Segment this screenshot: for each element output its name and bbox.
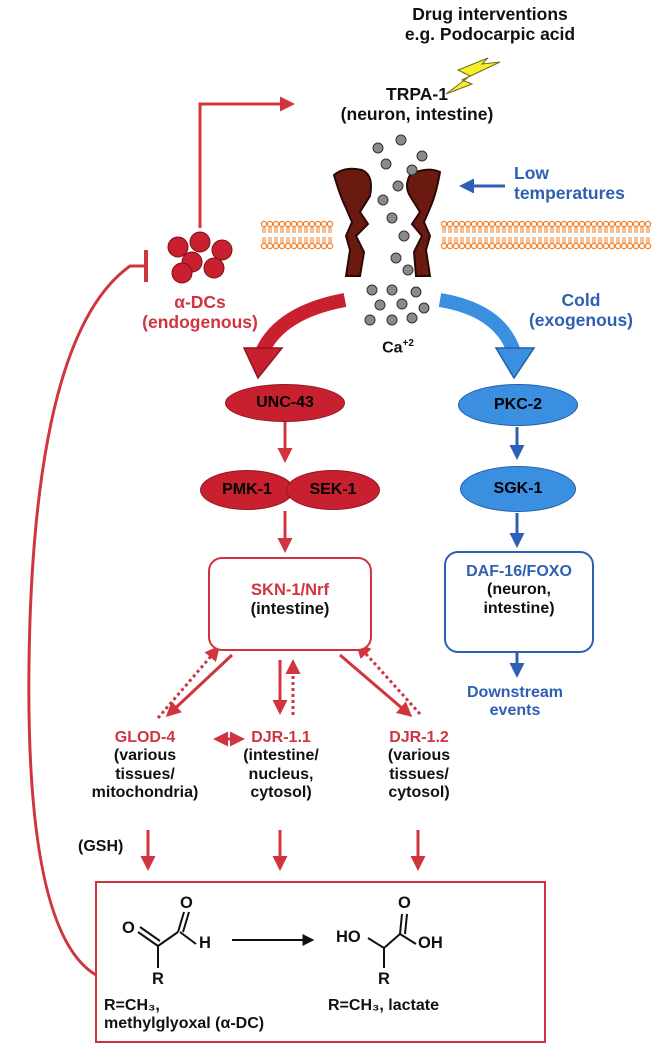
alpha-dcs-label: α-DCs (endogenous) (142, 292, 258, 333)
lactate-caption: R=CH₃, lactate (328, 997, 439, 1014)
unc43-node: UNC-43 (225, 384, 345, 422)
mg-hydrogen: H (199, 934, 211, 952)
sgk1-node: SGK-1 (460, 466, 576, 512)
pmk1-node: PMK-1 (200, 470, 294, 510)
djr12-label: DJR-1.2 (various tissues/ cytosol) (387, 729, 451, 802)
lactate-ho: HO (336, 928, 361, 946)
methylglyoxal-caption: R=CH₃, methylglyoxal (α-DC) (104, 997, 265, 1033)
lactate-oxygen: O (398, 894, 411, 912)
gsh-label: (GSH) (78, 838, 124, 855)
lactate-r-group: R (378, 970, 390, 988)
cell-membrane (260, 220, 652, 250)
calcium-to-unc43-arrow (255, 293, 347, 356)
calcium-to-pkc2-arrow (438, 293, 521, 355)
calcium-ions (364, 134, 430, 326)
adc-activates-trpa1-arrow (198, 96, 295, 228)
mg-r-group: R (152, 970, 164, 988)
lightning-bolt-icon (445, 57, 501, 95)
mg-oxygen-1: O (122, 919, 135, 937)
downstream-events-label: Downstream events (466, 684, 564, 720)
cold-exogenous-label: Cold (exogenous) (528, 290, 634, 331)
methylglyoxal-structure (137, 911, 197, 968)
mg-oxygen-2: O (180, 894, 193, 912)
lactate-structure (367, 913, 417, 968)
lactate-oh: OH (418, 934, 443, 952)
daf16-box: DAF-16/FOXO (neuron, intestine) (444, 551, 594, 653)
trpa1-channel-icon (332, 167, 442, 277)
low-temperatures-label: Low temperatures (514, 163, 625, 204)
methylglyoxal-inhibition-line (27, 264, 145, 977)
alpha-dc-molecules-icon (167, 231, 233, 284)
skn1-box: SKN-1/Nrf (intestine) (208, 557, 372, 651)
djr11-label: DJR-1.1 (intestine/ nucleus, cytosol) (243, 729, 319, 802)
glod4-label: GLOD-4 (various tissues/ mitochondria) (91, 729, 199, 802)
trpa1-label: TRPA-1 (neuron, intestine) (340, 84, 494, 125)
drug-interventions-label: Drug interventions e.g. Podocarpic acid (404, 4, 576, 45)
pkc2-node: PKC-2 (458, 384, 578, 426)
reaction-box (95, 881, 546, 1043)
calcium-label: Ca+2 (382, 338, 414, 357)
sek1-node: SEK-1 (286, 470, 380, 510)
